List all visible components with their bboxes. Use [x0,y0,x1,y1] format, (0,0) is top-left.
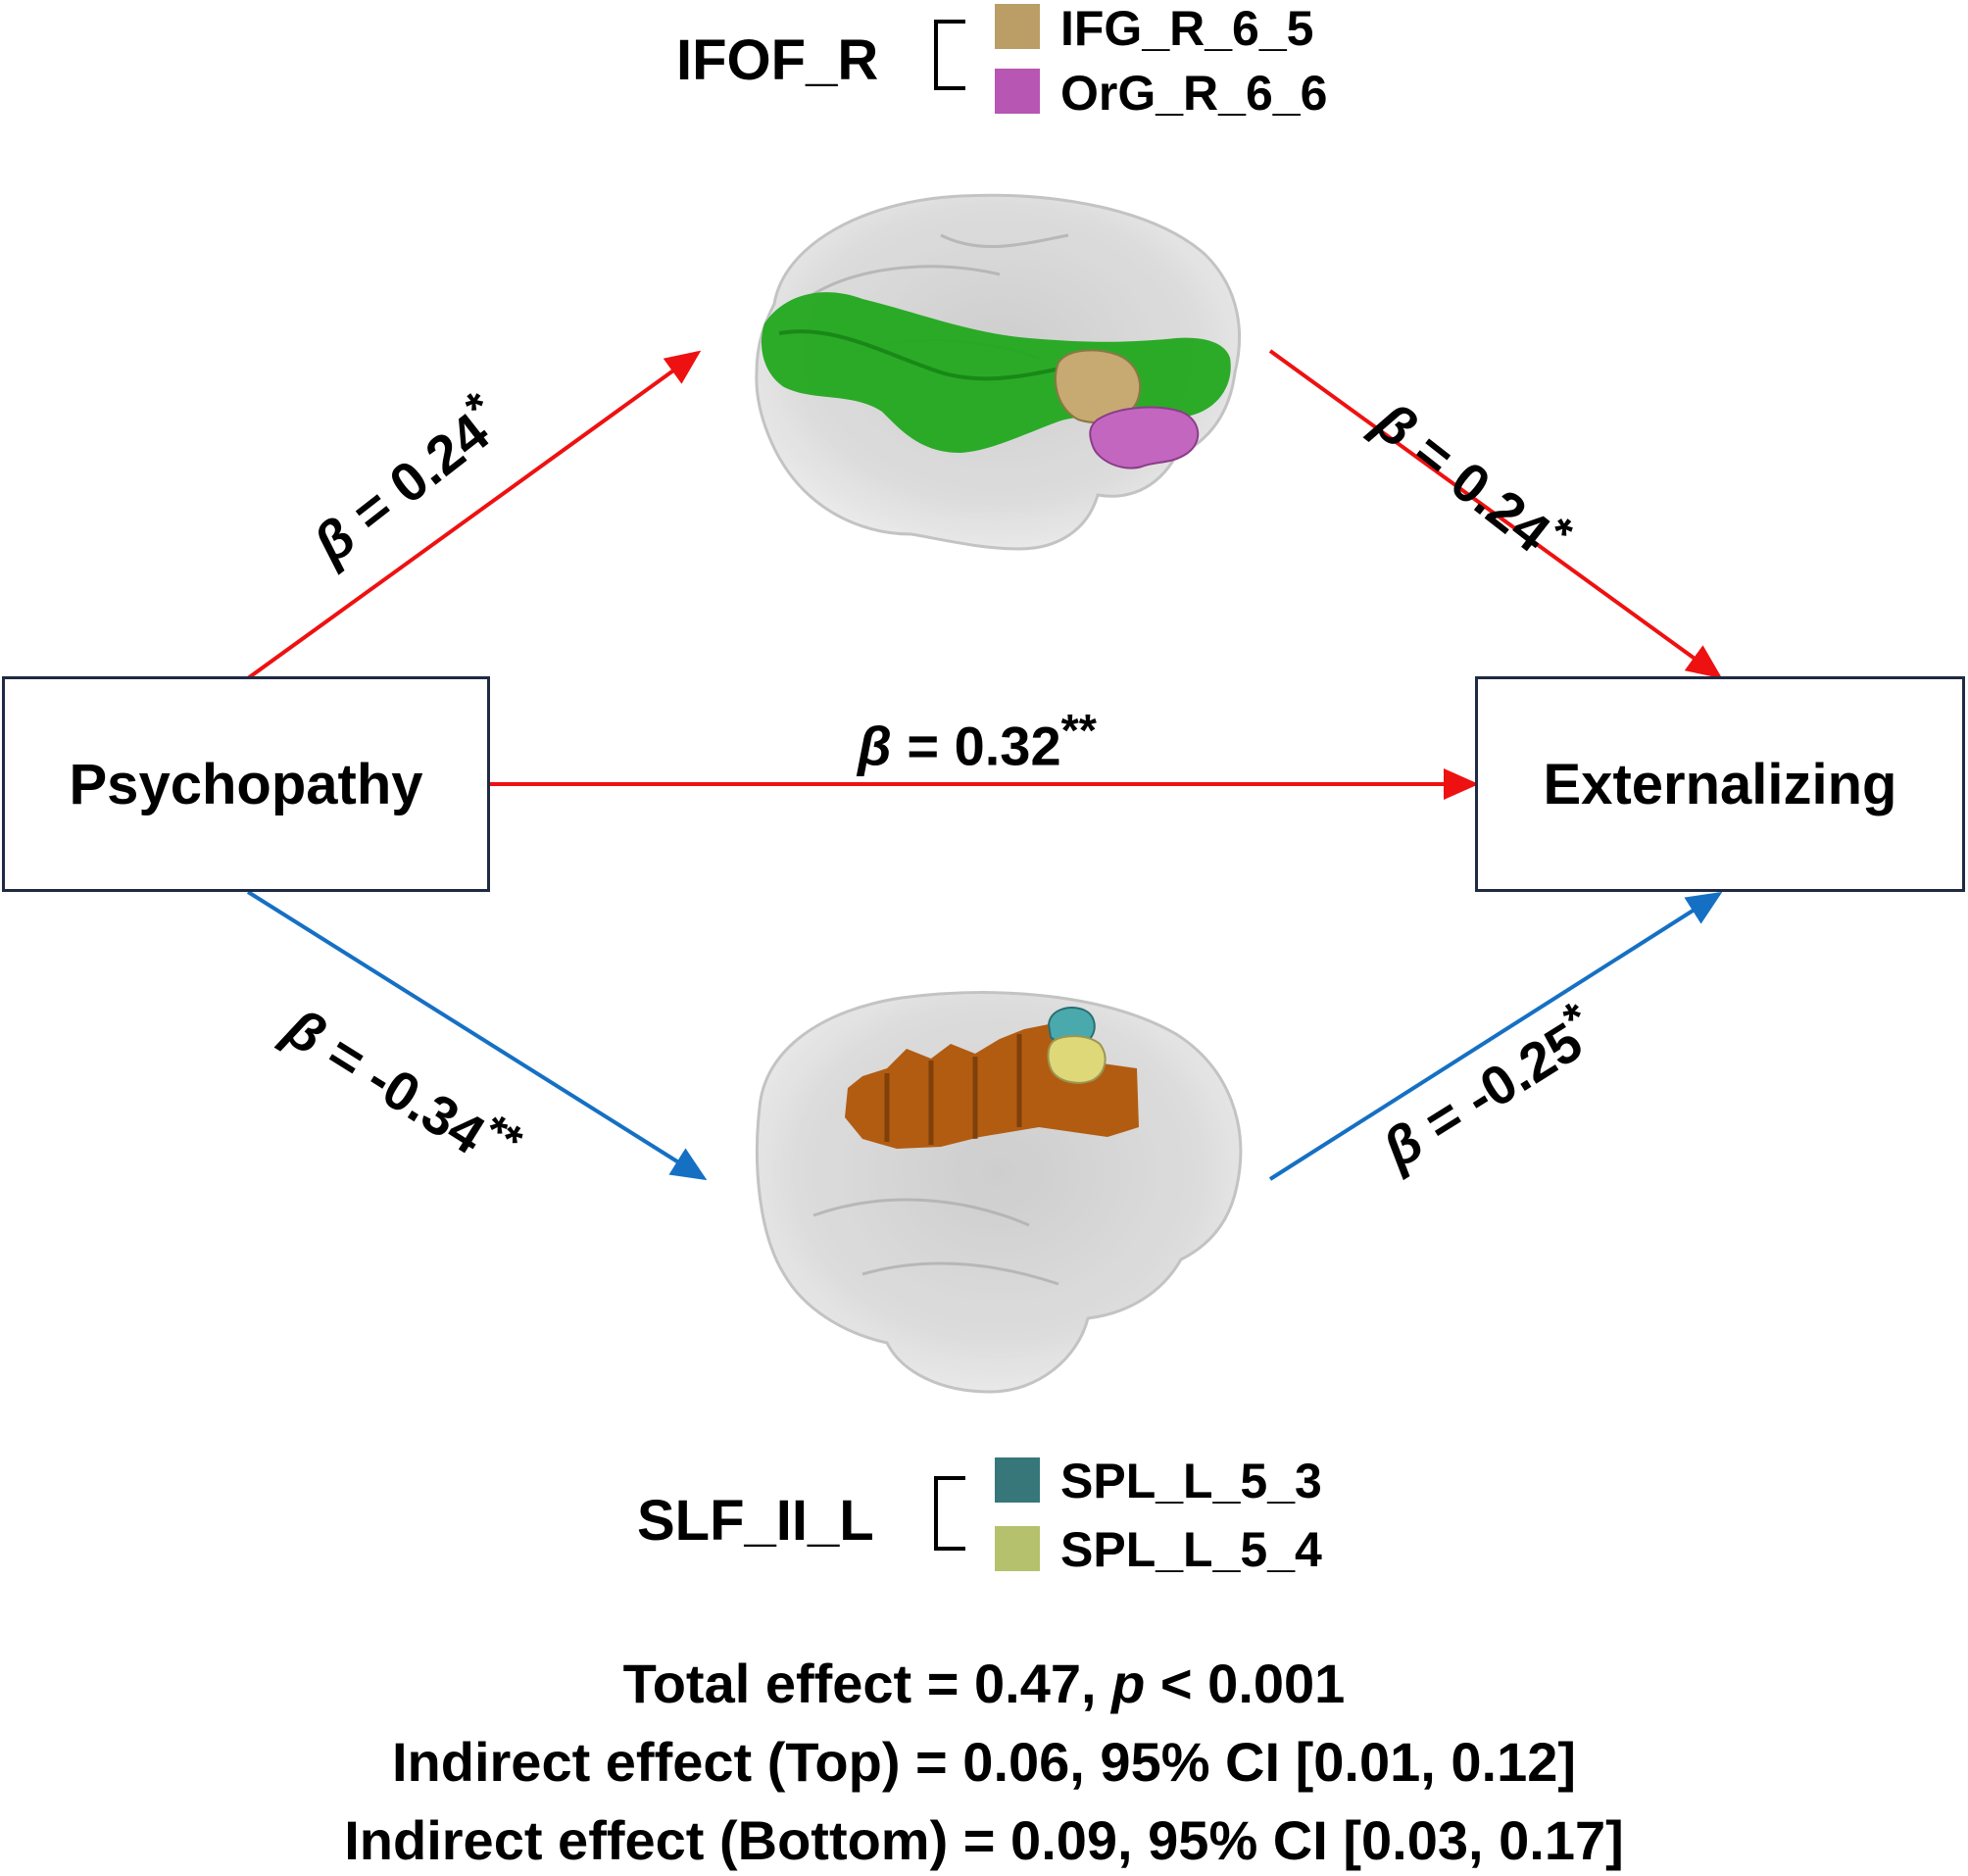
top-legend-bracket [934,20,965,90]
bottom-tract-label: SLF_II_L [637,1489,874,1553]
ifg-r-6-5-label: IFG_R_6_5 [1060,1,1314,56]
total-effect-prefix: Total effect = 0.47, [622,1653,1112,1714]
path-b-bottom-arrow [1268,891,1723,1181]
path-a-top-arrow [246,350,702,680]
externalizing-box: Externalizing [1475,676,1965,892]
path-b-top-arrow [1268,349,1723,679]
bottom-legend-bracket [934,1476,965,1551]
externalizing-label: Externalizing [1543,752,1897,816]
org-r-6-6-label: OrG_R_6_6 [1060,66,1328,121]
org-r-6-6-swatch [995,69,1040,114]
spl-l-5-4-region-shape [1047,1035,1107,1084]
ifg-r-6-5-region-shape [1054,349,1142,423]
total-effect-suffix: < 0.001 [1145,1653,1346,1714]
top-brain-icon [755,193,1241,551]
total-effect-line: Total effect = 0.47, p < 0.001 [0,1652,1968,1715]
top-tract-label: IFOF_R [676,28,879,92]
spl-l-5-3-label: SPL_L_5_3 [1060,1454,1322,1508]
psychopathy-label: Psychopathy [69,752,423,816]
beta-symbol: β [858,715,892,777]
org-r-6-6-region-shape [1089,406,1200,469]
psychopathy-box: Psychopathy [2,676,490,892]
indirect-effect-top-line: Indirect effect (Top) = 0.06, 95% CI [0.… [391,1731,1577,1793]
spl-l-5-4-swatch [995,1526,1040,1571]
total-effect-p: p [1111,1653,1146,1714]
ifg-r-6-5-swatch [995,4,1040,49]
bottom-brain-icon [755,991,1243,1394]
spl-l-5-4-label: SPL_L_5_4 [1060,1522,1322,1577]
path-direct-coefficient: β = 0.32** [858,704,1097,778]
spl-l-5-3-swatch [995,1457,1040,1503]
path-a-bottom-arrow [246,890,708,1181]
indirect-effect-bottom-line: Indirect effect (Bottom) = 0.09, 95% CI … [344,1809,1624,1871]
coefficient-value: = 0.32 [907,715,1061,777]
significance-stars: ** [1060,705,1097,756]
